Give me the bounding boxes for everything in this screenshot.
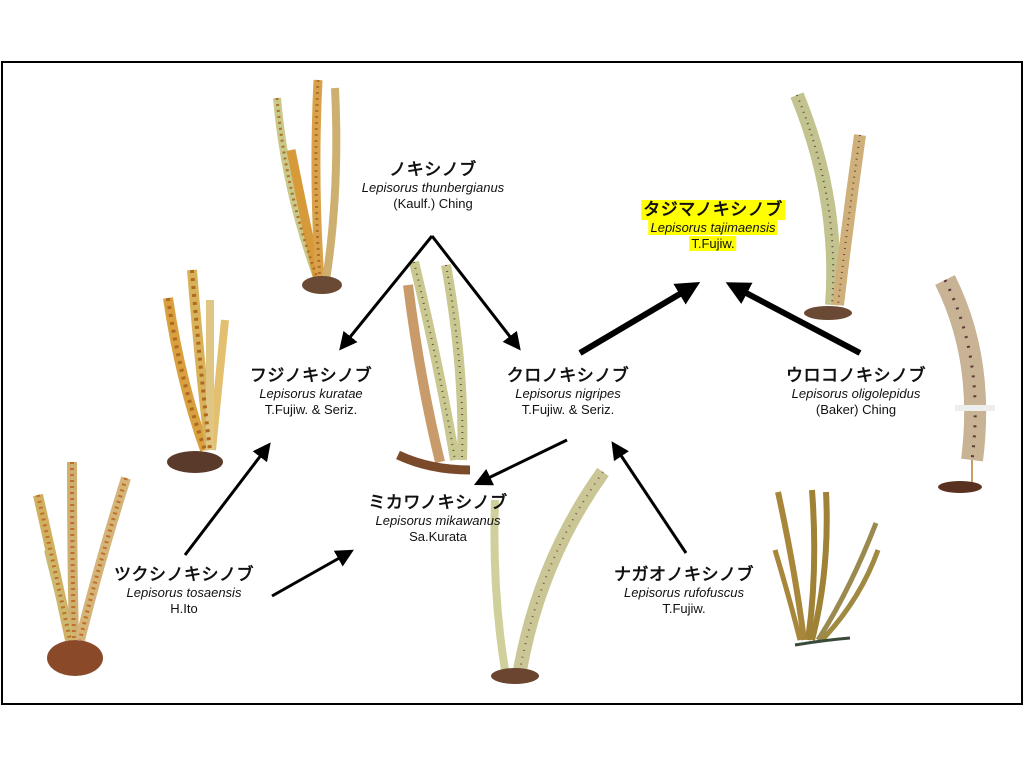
japanese-name: クロノキシノブ <box>506 366 630 386</box>
scientific-name: Lepisorus kuratae <box>259 386 363 402</box>
scientific-name: Lepisorus nigripes <box>515 386 621 402</box>
author: T.Fujiw. & Seriz. <box>264 401 358 417</box>
node-tajima: タジマノキシノブ Lepisorus tajimaensis T.Fujiw. <box>641 200 785 252</box>
node-fuji: フジノキシノブ Lepisorus kuratae T.Fujiw. & Ser… <box>250 366 372 418</box>
node-uroko: ウロコノキシノブ Lepisorus oligolepidus (Baker) … <box>786 366 926 418</box>
arrow-tsukushi-to-mikawa <box>271 549 354 598</box>
arrows <box>183 235 862 598</box>
scientific-name: Lepisorus oligolepidus <box>791 386 921 402</box>
arrow-uroko-to-tajima <box>725 282 862 356</box>
japanese-name: ミカワノキシノブ <box>368 493 508 513</box>
author: T.Fujiw. & Seriz. <box>521 401 615 417</box>
specimen-tsukushi <box>33 461 131 676</box>
japanese-name: ツクシノキシノブ <box>114 565 254 585</box>
specimen-uroko <box>935 275 995 493</box>
node-nokishinobu: ノキシノブ Lepisorus thunbergianus (Kaulf.) C… <box>362 160 504 212</box>
scientific-name: Lepisorus mikawanus <box>375 513 501 529</box>
arrow-nokishinobu-to-fuji <box>339 235 434 351</box>
node-tsukushi: ツクシノキシノブ Lepisorus tosaensis H.Ito <box>114 565 254 617</box>
arrow-kuro-to-mikawa <box>473 438 568 486</box>
author: T.Fujiw. <box>662 600 706 616</box>
japanese-name: フジノキシノブ <box>249 366 373 386</box>
scientific-name: Lepisorus tajimaensis <box>648 220 778 236</box>
node-mikawa: ミカワノキシノブ Lepisorus mikawanus Sa.Kurata <box>368 493 507 545</box>
scientific-name: Lepisorus tosaensis <box>126 585 242 601</box>
node-nagao: ナガオノキシノブ Lepisorus rufofuscus T.Fujiw. <box>614 565 754 617</box>
specimen-fuji <box>163 269 229 473</box>
author: H.Ito <box>170 600 198 616</box>
author: (Kaulf.) Ching <box>393 195 473 211</box>
arrow-kuro-to-tajima <box>578 281 701 356</box>
japanese-name: タジマノキシノブ <box>641 200 785 220</box>
author: Sa.Kurata <box>409 528 467 544</box>
specimen-mikawa <box>490 467 609 684</box>
node-kuro: クロノキシノブ Lepisorus nigripes T.Fujiw. & Se… <box>507 366 630 418</box>
arrow-nagao-to-kuro <box>611 441 688 554</box>
specimen-nagao <box>772 489 881 647</box>
specimen-kuro <box>396 260 471 475</box>
arrow-nokishinobu-to-kuro <box>430 235 521 351</box>
arrow-tsukushi-to-fuji <box>183 442 271 556</box>
author: (Baker) Ching <box>815 401 897 417</box>
scientific-name: Lepisorus thunbergianus <box>361 180 505 196</box>
specimen-nokishinobu <box>273 79 342 294</box>
author: T.Fujiw. <box>689 235 737 251</box>
japanese-name: ノキシノブ <box>389 160 477 180</box>
scientific-name: Lepisorus rufofuscus <box>624 585 744 601</box>
japanese-name: ナガオノキシノブ <box>614 565 754 585</box>
specimen-tajima <box>790 92 866 320</box>
japanese-name: ウロコノキシノブ <box>786 366 926 386</box>
